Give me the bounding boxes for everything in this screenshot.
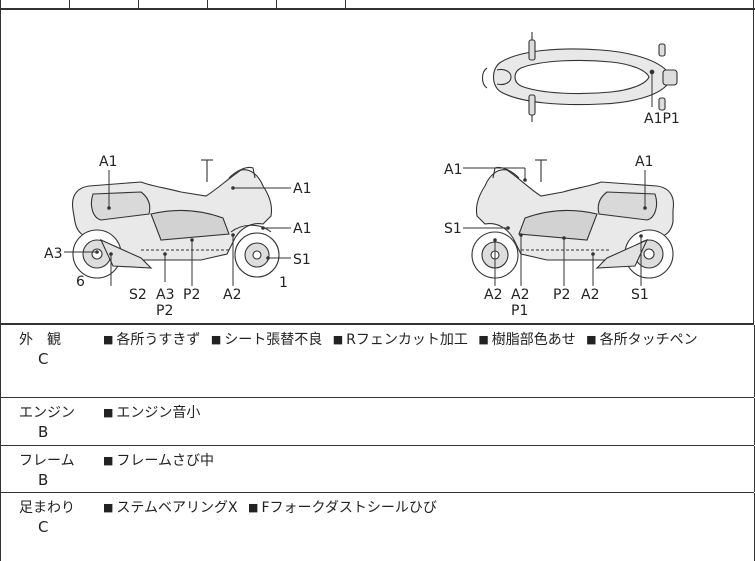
note-item: フレームさび中 — [116, 453, 214, 469]
divider — [0, 323, 754, 325]
bullet-icon: ■ — [103, 406, 114, 419]
label-a1-front-fairing: A1 — [293, 181, 311, 197]
table-cell — [276, 0, 277, 8]
motorcycle-diagram-svg: A1P1 — [44, 32, 680, 319]
bullet-icon: ■ — [210, 333, 222, 346]
label-a2-c: A2 — [581, 287, 599, 303]
bullet-icon: ■ — [332, 333, 344, 346]
label-p2-under: P2 — [156, 303, 173, 319]
row-notes: ■各所うすきず ■シート張替不良 ■Rフェンカット加工 ■樹脂部色あせ ■各所タ… — [103, 329, 704, 349]
condition-row-engine: エンジン B ■エンジン音小 — [0, 398, 755, 445]
label-a2-bottom: A2 — [223, 287, 241, 303]
motorcycle-left-view — [71, 159, 280, 279]
note-item: 樹脂部色あせ — [491, 332, 576, 348]
condition-row-suspension: 足まわり C ■ステムベアリングX ■Fフォークダストシールひび — [0, 493, 755, 561]
table-cell — [207, 0, 208, 8]
label-a3-bottom: A3 — [156, 287, 174, 303]
note-item: 各所うすきず — [116, 332, 201, 348]
damage-diagram: A1P1 — [0, 10, 754, 323]
label-a3: A3 — [44, 246, 62, 262]
label-p2: P2 — [553, 287, 570, 303]
divider — [0, 492, 754, 493]
label-a1-fender: A1 — [293, 221, 311, 237]
table-cell — [753, 0, 754, 8]
row-category: エンジン — [19, 405, 75, 421]
label-s2: S2 — [129, 287, 147, 303]
label-a1-side: A1 — [635, 154, 653, 170]
row-category: 足まわり — [19, 500, 75, 516]
note-item: エンジン音小 — [116, 405, 201, 421]
row-notes: ■フレームさび中 — [103, 450, 220, 470]
label-s1-rear: S1 — [631, 287, 649, 303]
label-6: 6 — [76, 274, 85, 290]
label-a2-a: A2 — [484, 287, 502, 303]
note-item: ステムベアリングX — [116, 500, 238, 516]
divider — [0, 397, 754, 398]
label-p2-bottom: P2 — [183, 287, 200, 303]
label-1: 1 — [279, 275, 288, 291]
row-notes: ■エンジン音小 — [103, 402, 206, 422]
note-item: 各所タッチペン — [599, 332, 698, 348]
row-grade: B — [38, 471, 49, 489]
label-s1: S1 — [293, 252, 311, 268]
divider — [0, 445, 754, 446]
bullet-icon: ■ — [103, 454, 114, 467]
label-a2-b: A2 — [511, 287, 529, 303]
label-a1-fairing: A1 — [444, 162, 462, 178]
label-a1-top: A1 — [99, 154, 117, 170]
table-cell — [0, 0, 1, 8]
table-cell — [69, 0, 70, 8]
bullet-icon: ■ — [248, 501, 259, 514]
table-cell — [345, 0, 346, 8]
label-s1-front: S1 — [444, 221, 462, 237]
label-p1: P1 — [511, 303, 528, 319]
bullet-icon: ■ — [478, 333, 489, 346]
note-item: Rフェンカット加工 — [346, 332, 468, 348]
row-grade: C — [38, 350, 49, 368]
bullet-icon: ■ — [586, 333, 597, 346]
previous-table-row — [0, 0, 755, 10]
condition-row-frame: フレーム B ■フレームさび中 — [0, 446, 755, 492]
note-item: シート張替不良 — [224, 332, 323, 348]
row-notes: ■ステムベアリングX ■Fフォークダストシールひび — [103, 497, 443, 517]
table-cell — [138, 0, 139, 8]
row-category: フレーム — [19, 453, 75, 469]
row-grade: C — [38, 518, 49, 536]
motorcycle-right-view — [471, 159, 675, 279]
condition-row-exterior: 外 観 C ■各所うすきず ■シート張替不良 ■Rフェンカット加工 ■樹脂部色あ… — [0, 325, 755, 397]
top-view-label: A1P1 — [644, 111, 680, 127]
row-category: 外 観 — [19, 332, 61, 348]
bullet-icon: ■ — [103, 333, 114, 346]
bullet-icon: ■ — [103, 501, 114, 514]
row-grade: B — [38, 423, 49, 441]
motorcycle-top-view — [481, 32, 678, 122]
note-item: Fフォークダストシールひび — [261, 500, 437, 516]
